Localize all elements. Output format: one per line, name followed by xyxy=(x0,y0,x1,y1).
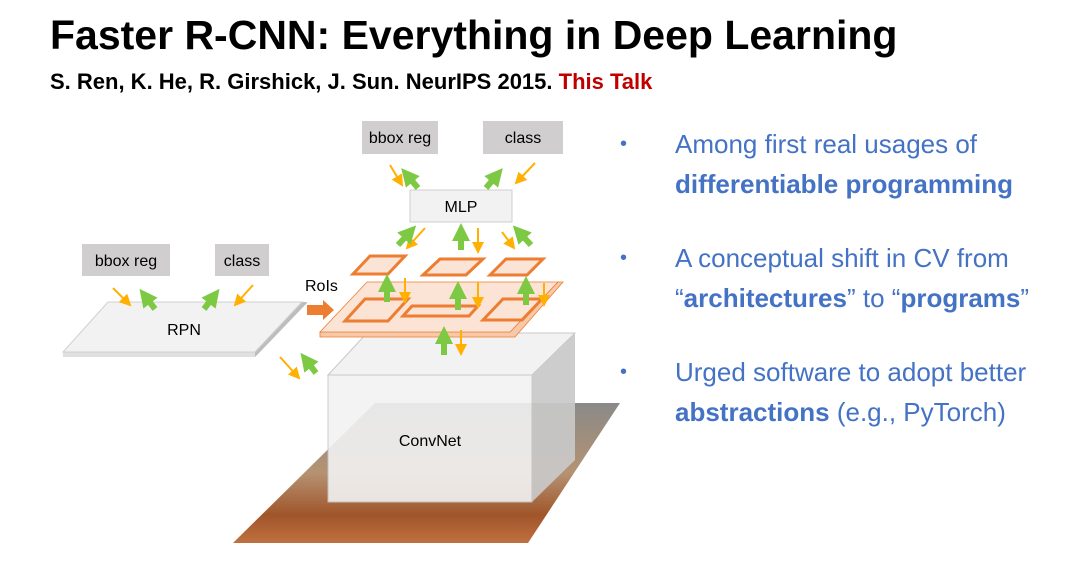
convnet-label: ConvNet xyxy=(399,433,462,450)
bullet-text: ” to “ xyxy=(846,283,901,313)
bullet-bold-text: programs xyxy=(900,283,1021,313)
mlp-box xyxy=(409,189,513,223)
bullet-item: • A conceptual shift in CV from “archite… xyxy=(620,238,1080,318)
bullet-text: Urged software to adopt better xyxy=(675,357,1027,387)
rpn-class-label: class xyxy=(224,253,260,270)
mlp-label: MLP xyxy=(445,199,478,216)
bullet-text: A conceptual shift in CV from xyxy=(675,243,1009,273)
backward-arrows xyxy=(139,168,535,375)
bullet-text: (e.g., PyTorch) xyxy=(829,397,1006,427)
slide-title: Faster R-CNN: Everything in Deep Learnin… xyxy=(50,12,898,58)
convnet-block: ConvNet xyxy=(326,332,577,503)
top-class-label: class xyxy=(505,130,541,147)
top-bbox-reg-label: bbox reg xyxy=(369,130,431,147)
rois-arrow xyxy=(307,300,334,320)
this-talk-highlight: This Talk xyxy=(558,69,653,94)
bullet-icon: • xyxy=(620,247,628,269)
quote: “ xyxy=(675,283,684,313)
pooled-roi-1 xyxy=(349,254,409,276)
bullet-bold-text: architectures xyxy=(683,283,847,313)
pooled-roi-3 xyxy=(486,257,547,277)
bullet-item: • Among first real usages of differentia… xyxy=(620,124,1080,204)
bullet-bold-text: abstractions xyxy=(675,397,830,427)
pooled-roi-2 xyxy=(419,257,487,277)
rpn-label: RPN xyxy=(167,322,201,339)
rpn-bbox-reg-box xyxy=(82,244,170,276)
bullet-item: • Urged software to adopt better abstrac… xyxy=(620,352,1080,432)
rpn-bbox-reg-label: bbox reg xyxy=(95,253,157,270)
top-class-box xyxy=(483,121,563,154)
quote: ” xyxy=(1020,283,1030,313)
bullet-icon: • xyxy=(620,361,628,383)
top-bbox-reg-box xyxy=(362,121,438,154)
bullet-bold-text: differentiable programming xyxy=(675,169,1014,199)
roi-feature-plate xyxy=(319,281,564,338)
bullet-text: Among first real usages of xyxy=(675,129,978,159)
rpn-class-box xyxy=(215,244,269,276)
rpn-plate: RPN xyxy=(61,301,307,357)
slide-subtitle: S. Ren, K. He, R. Girshick, J. Sun. Neur… xyxy=(50,69,652,95)
bullet-icon: • xyxy=(620,133,628,155)
bullet-list: • Among first real usages of differentia… xyxy=(620,124,1080,466)
citation: S. Ren, K. He, R. Girshick, J. Sun. Neur… xyxy=(50,69,553,94)
rois-label: RoIs xyxy=(305,278,338,295)
